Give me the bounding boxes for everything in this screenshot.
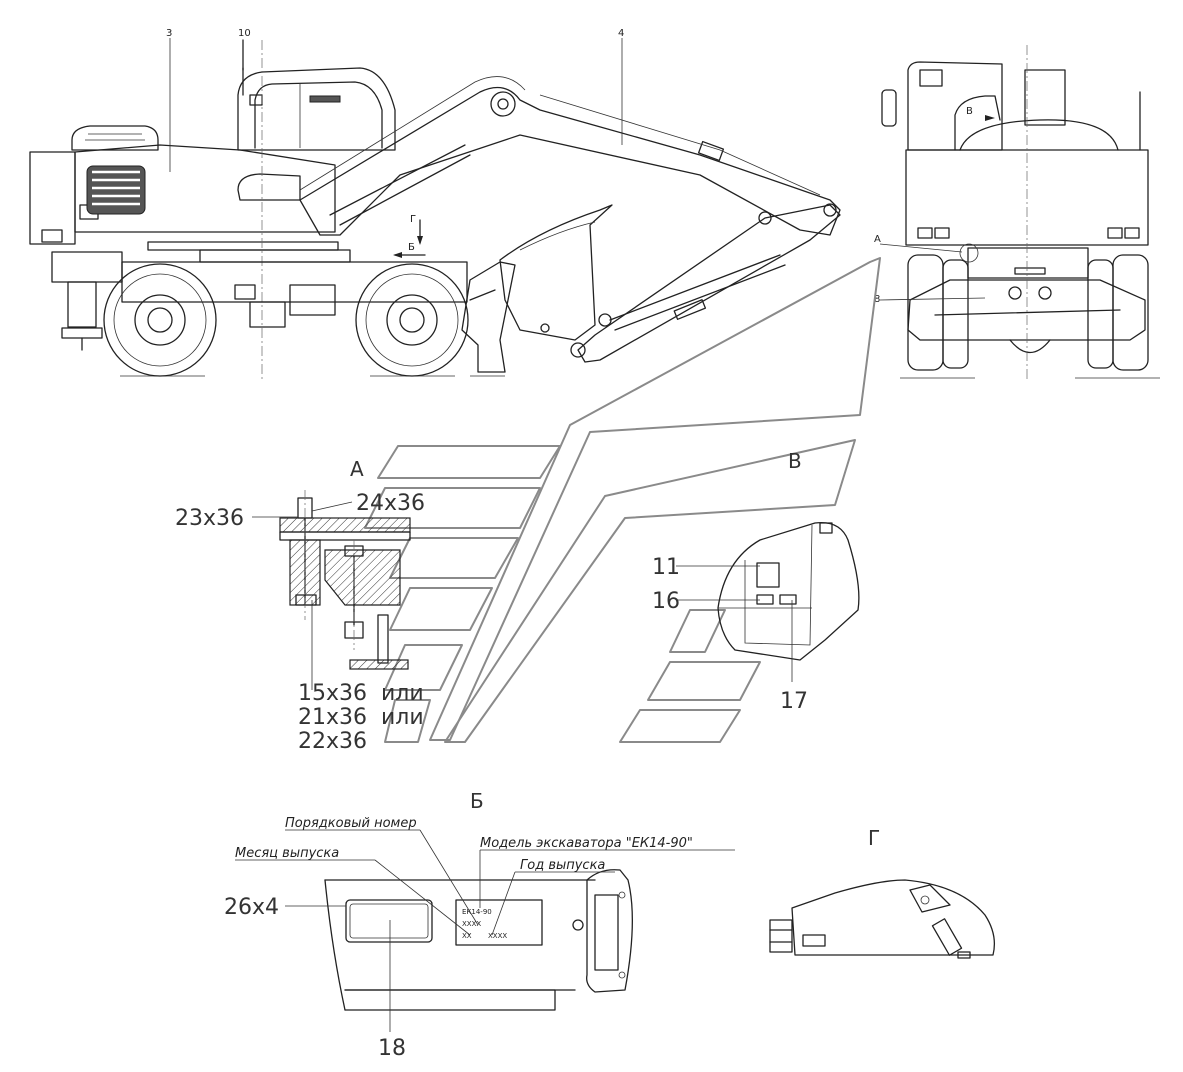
detail-g: Г bbox=[769, 826, 996, 959]
view-label-v: В bbox=[966, 106, 973, 117]
view-arrow-b bbox=[393, 252, 426, 258]
detail-b-title: Б bbox=[470, 789, 484, 813]
detail-a: А 23х36 24х36 15х36 или 21х36 или 22х36 bbox=[175, 457, 425, 754]
view-label-g: Г bbox=[410, 214, 416, 225]
boom bbox=[299, 76, 841, 236]
label-22x36: 22х36 bbox=[298, 729, 367, 754]
callout-17: 17 bbox=[780, 689, 808, 714]
rear-wheel bbox=[103, 263, 217, 377]
cab bbox=[237, 67, 396, 151]
chassis bbox=[51, 251, 468, 351]
plate-year: ХХХХ bbox=[488, 932, 507, 940]
view-label-b: Б bbox=[408, 242, 415, 253]
plate-model: ЕК14-90 bbox=[462, 908, 492, 916]
label-26x4: 26х4 bbox=[224, 895, 279, 920]
front-wheel bbox=[355, 263, 469, 377]
stick bbox=[577, 203, 841, 363]
front-view-excavator: В А 8 bbox=[874, 45, 1160, 380]
side-view-excavator: 3 10 4 Г Б bbox=[29, 28, 841, 380]
detail-a-title: А bbox=[350, 457, 364, 481]
dozer-blade bbox=[461, 261, 516, 373]
detail-b: Б ЕК14-90 ХХХХ ХХ ХХХХ Порядковый номер … bbox=[224, 789, 735, 1061]
callout-8: 8 bbox=[874, 294, 880, 305]
label-24x36: 24х36 bbox=[356, 491, 425, 516]
callout-11: 11 bbox=[652, 555, 680, 580]
callout-16: 16 bbox=[652, 589, 680, 614]
decal-stripes bbox=[364, 257, 881, 743]
label-month: Месяц выпуска bbox=[235, 846, 339, 861]
view-label-a: А bbox=[874, 234, 881, 245]
turntable bbox=[147, 40, 351, 380]
label-21x36: 21х36 или bbox=[298, 705, 424, 730]
callout-4: 4 bbox=[618, 28, 624, 39]
bucket bbox=[499, 204, 613, 358]
view-arrow-g bbox=[417, 219, 423, 245]
callout-10: 10 bbox=[238, 28, 251, 39]
label-serial-number: Порядковый номер bbox=[285, 816, 417, 831]
callout-18: 18 bbox=[378, 1036, 406, 1061]
detail-g-title: Г bbox=[868, 826, 880, 850]
plate-serial: ХХХХ bbox=[462, 920, 481, 928]
label-model: Модель экскаватора "ЕК14-90" bbox=[480, 836, 693, 851]
callout-3: 3 bbox=[166, 28, 172, 39]
detail-v: В 11 16 17 bbox=[652, 449, 860, 714]
label-15x36: 15х36 или bbox=[298, 681, 424, 706]
plate-month: ХХ bbox=[462, 932, 472, 940]
detail-v-title: В bbox=[788, 449, 802, 473]
engine-hood bbox=[71, 125, 336, 233]
label-23x36: 23х36 bbox=[175, 506, 244, 531]
label-year: Год выпуска bbox=[520, 858, 605, 873]
